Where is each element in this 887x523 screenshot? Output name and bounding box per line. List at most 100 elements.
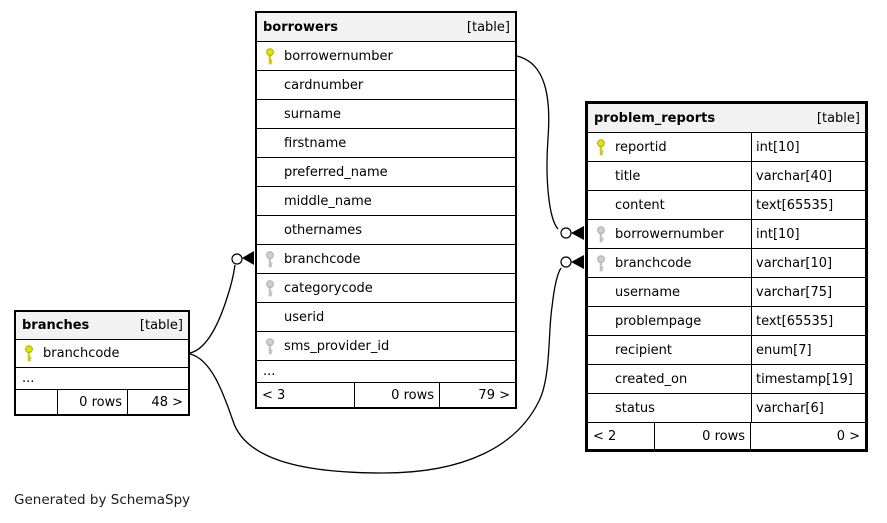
column-row: recipient enum[7] — [588, 336, 865, 365]
key-slot — [257, 47, 284, 65]
column-name: borrowernumber — [284, 48, 393, 64]
table-type-badge: [table] — [139, 318, 183, 333]
foreign-key-icon — [597, 225, 605, 242]
foreign-key-icon — [597, 254, 605, 271]
crowfoot-arrow-marker — [242, 251, 254, 265]
column-row: status varchar[6] — [588, 394, 865, 423]
column-name: sms_provider_id — [284, 338, 390, 354]
table-name: problem_reports — [594, 110, 716, 126]
truncated-columns-row: ... — [257, 361, 515, 383]
related-left-count — [16, 390, 58, 414]
column-row: firstname — [257, 129, 515, 158]
relationship-line-borrowernumber — [516, 55, 559, 230]
column-name-cell: username — [588, 278, 751, 306]
column-row: created_on timestamp[19] — [588, 365, 865, 394]
column-name: problempage — [615, 313, 702, 329]
column-row: branchcode — [16, 340, 188, 368]
key-slot — [257, 337, 284, 355]
column-type: enum[7] — [751, 336, 865, 364]
related-right-count: 48 > — [151, 394, 183, 410]
column-row: borrowernumber int[10] — [588, 220, 865, 249]
table-branches[interactable]: branches [table] branchcode ... 0 rows 4… — [14, 310, 190, 416]
column-name-cell: branchcode — [588, 249, 751, 277]
column-type: int[10] — [751, 133, 865, 161]
column-type: timestamp[19] — [751, 365, 865, 393]
primary-key-icon — [25, 345, 33, 362]
column-type: varchar[10] — [751, 249, 865, 277]
table-type-badge: [table] — [466, 19, 510, 35]
key-slot — [588, 254, 615, 272]
key-slot — [588, 225, 615, 243]
column-name: title — [615, 168, 641, 184]
cardinality-circle-marker — [560, 256, 572, 268]
column-type: text[65535] — [751, 191, 865, 219]
column-list: branchcode — [16, 340, 188, 368]
column-row: othernames — [257, 216, 515, 245]
table-header[interactable]: borrowers [table] — [257, 13, 515, 42]
column-name: middle_name — [284, 193, 372, 209]
key-slot — [16, 345, 43, 362]
foreign-key-icon — [266, 250, 274, 267]
column-name: othernames — [284, 222, 363, 238]
row-count: 0 rows — [58, 390, 128, 414]
column-type: varchar[40] — [751, 162, 865, 190]
related-right-count: 79 > — [478, 387, 510, 403]
column-type: varchar[75] — [751, 278, 865, 306]
truncated-columns-row: ... — [16, 368, 188, 390]
column-row: preferred_name — [257, 158, 515, 187]
key-slot — [588, 138, 615, 156]
generated-by-note: Generated by SchemaSpy — [14, 492, 191, 508]
column-name: categorycode — [284, 280, 373, 296]
column-row: userid — [257, 303, 515, 332]
table-type-badge: [table] — [816, 110, 860, 126]
column-row: title varchar[40] — [588, 162, 865, 191]
relationship-line-branchcode-to-borrowers — [189, 264, 236, 354]
key-slot — [257, 279, 284, 297]
column-name: status — [615, 400, 655, 416]
table-name: branches — [22, 318, 90, 333]
column-name-cell: borrowernumber — [588, 220, 751, 248]
cardinality-circle-marker — [231, 253, 243, 265]
column-row: middle_name — [257, 187, 515, 216]
column-row: borrowernumber — [257, 42, 515, 71]
column-name-cell: recipient — [588, 336, 751, 364]
column-name-cell: content — [588, 191, 751, 219]
crowfoot-arrow-marker — [571, 255, 584, 269]
column-row: content text[65535] — [588, 191, 865, 220]
column-name: branchcode — [284, 251, 361, 267]
column-type: int[10] — [751, 220, 865, 248]
column-name-cell: reportid — [588, 133, 751, 161]
column-name: content — [615, 197, 665, 213]
table-footer: < 3 0 rows 79 > — [257, 383, 515, 407]
column-row: sms_provider_id — [257, 332, 515, 361]
column-name-cell: created_on — [588, 365, 751, 393]
column-name: branchcode — [43, 346, 120, 361]
column-name: preferred_name — [284, 164, 388, 180]
related-left-count: < 3 — [257, 383, 355, 407]
column-name: borrowernumber — [615, 226, 724, 242]
row-count: 0 rows — [355, 383, 440, 407]
column-name: recipient — [615, 342, 673, 358]
cardinality-circle-marker — [560, 227, 572, 239]
table-header[interactable]: branches [table] — [16, 312, 188, 340]
column-name: surname — [284, 106, 341, 122]
column-name: created_on — [615, 371, 688, 387]
column-name-cell: status — [588, 394, 751, 422]
column-row: surname — [257, 100, 515, 129]
column-row: categorycode — [257, 274, 515, 303]
primary-key-icon — [597, 138, 605, 155]
table-header[interactable]: problem_reports [table] — [588, 104, 865, 133]
column-type: text[65535] — [751, 307, 865, 335]
foreign-key-icon — [266, 337, 274, 354]
column-type: varchar[6] — [751, 394, 865, 422]
related-right-count: 0 > — [836, 428, 860, 444]
table-name: borrowers — [263, 19, 338, 35]
column-row: branchcode — [257, 245, 515, 274]
column-name-cell: title — [588, 162, 751, 190]
